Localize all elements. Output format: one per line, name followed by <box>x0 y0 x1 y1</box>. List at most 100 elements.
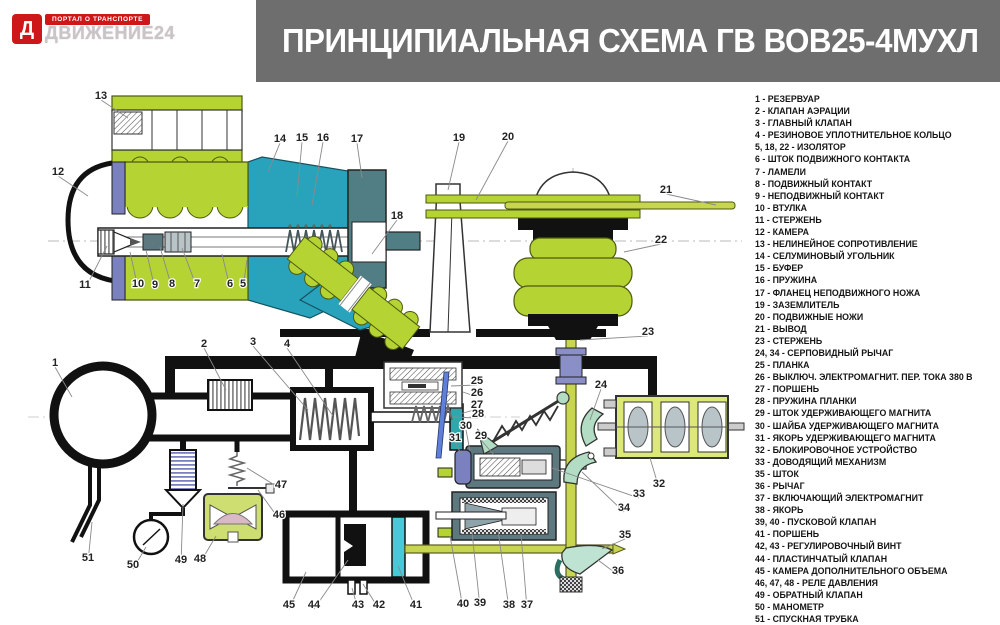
reservoir-cluster <box>49 361 464 556</box>
legend-item: 24, 34 - СЕРПОВИДНЫЙ РЫЧАГ <box>755 347 894 358</box>
callout-37: 37 <box>521 599 533 611</box>
leader-line-14 <box>267 142 281 173</box>
leader-line-24 <box>589 388 602 421</box>
callout-22: 22 <box>655 234 667 246</box>
leader-line-18 <box>371 219 398 255</box>
callout-27: 27 <box>471 399 483 411</box>
legend-item: 32 - БЛОКИРОВОЧНОЕ УСТРОЙСТВО <box>755 444 918 455</box>
leader-line-40 <box>449 535 464 609</box>
legend-item: 9 - НЕПОДВИЖНЫЙ КОНТАКТ <box>755 190 885 201</box>
legend-item: 4 - РЕЗИНОВОЕ УПЛОТНИТЕЛЬНОЕ КОЛЬЦО <box>755 130 952 141</box>
moving-contact <box>142 233 164 251</box>
callout-42: 42 <box>373 599 385 611</box>
leader-line-10 <box>129 251 139 289</box>
leader-line-17 <box>356 142 363 179</box>
title-bar: ПРИНЦИПИАЛЬНАЯ СХЕМА ГВ ВОВ25-4МУХЛ <box>256 0 1000 82</box>
callout-11: 11 <box>79 279 91 291</box>
disconnector <box>425 171 736 340</box>
legend-item: 45 - КАМЕРА ДОПОЛНИТЕЛЬНОГО ОБЪЕМА <box>755 565 948 576</box>
legend-item: 33 - ДОВОДЯЩИЙ МЕХАНИЗМ <box>755 456 887 467</box>
legend-item: 23 - СТЕРЖЕНЬ <box>755 335 823 346</box>
logo-brand-name: ДВИЖЕНИЕ24 <box>45 23 175 43</box>
linkage <box>476 321 614 593</box>
leader-line-6 <box>221 253 231 289</box>
interrupter-assembly <box>65 95 421 351</box>
follow-through-spring <box>493 405 559 441</box>
legend-item: 8 - ПОДВИЖНЫЙ КОНТАКТ <box>755 178 873 189</box>
leader-line-51 <box>87 521 93 563</box>
check-valve <box>169 449 197 491</box>
callout-12: 12 <box>52 166 64 178</box>
callout-34: 34 <box>618 502 631 514</box>
callout-51: 51 <box>82 552 94 564</box>
callout-35: 35 <box>619 529 631 541</box>
legend-item: 29 - ШТОК УДЕРЖИВАЮЩЕГО МАГНИТА <box>755 408 932 419</box>
callout-6: 6 <box>227 278 233 290</box>
leader-line-50 <box>132 546 147 570</box>
legend-item: 39, 40 - ПУСКОВОЙ КЛАПАН <box>755 517 877 528</box>
planka <box>435 371 450 459</box>
buffer-spring <box>285 229 343 253</box>
chamber-bracket <box>65 160 116 284</box>
legend-item: 15 - БУФЕР <box>755 263 804 274</box>
callout-24: 24 <box>595 379 608 391</box>
leader-line-3 <box>252 345 309 411</box>
legend-item: 30 - ШАЙБА УДЕРЖИВАЮЩЕГО МАГНИТА <box>755 420 939 431</box>
callout-21: 21 <box>660 184 672 196</box>
callout-13: 13 <box>95 90 107 102</box>
leader-line-33 <box>551 467 640 499</box>
output-lead <box>504 201 736 210</box>
magnet-block <box>435 445 587 541</box>
callout-29: 29 <box>475 430 487 442</box>
leader-line-16 <box>311 141 324 206</box>
leader-line-46 <box>257 489 280 520</box>
leader-line-39 <box>471 531 481 608</box>
leader-line-38 <box>497 529 510 610</box>
callout-30: 30 <box>460 420 472 432</box>
lever-36 <box>561 544 614 575</box>
callout-31: 31 <box>449 432 461 444</box>
leader-line-32 <box>649 457 660 489</box>
leader-line-22 <box>623 243 662 253</box>
legend-item: 13 - НЕЛИНЕЙНОЕ СОПРОТИВЛЕНИЕ <box>755 239 918 250</box>
leader-line-19 <box>447 141 460 191</box>
callout-10: 10 <box>132 278 144 290</box>
legend-item: 37 - ВКЛЮЧАЮЩИЙ ЭЛЕКТРОМАГНИТ <box>755 493 924 504</box>
legend-item: 3 - ГЛАВНЫЙ КЛАПАН <box>755 118 852 129</box>
leader-line-36 <box>597 559 619 576</box>
callout-16: 16 <box>317 132 329 144</box>
crescent-lever-34 <box>563 451 598 485</box>
callout-46: 46 <box>273 509 285 521</box>
leader-line-35 <box>601 538 626 550</box>
leader-line-27 <box>459 408 478 415</box>
callout-23: 23 <box>642 326 654 338</box>
legend-item: 10 - ВТУЛКА <box>755 202 808 213</box>
callout-18: 18 <box>391 210 403 222</box>
legend-item: 31 - ЯКОРЬ УДЕРЖИВАЮЩЕГО МАГНИТА <box>755 432 936 443</box>
planka-spring <box>411 402 453 423</box>
callout-25: 25 <box>471 375 483 387</box>
legend-item: 51 - СПУСКНАЯ ТРУБКА <box>755 614 859 625</box>
callout-4: 4 <box>284 338 291 350</box>
legend-item: 50 - МАНОМЕТР <box>755 601 824 612</box>
legend-item: 16 - ПРУЖИНА <box>755 275 818 286</box>
callout-48: 48 <box>194 553 206 565</box>
legend-item: 7 - ЛАМЕЛИ <box>755 166 806 177</box>
callout-44: 44 <box>308 599 321 611</box>
legend-item: 6 - ШТОК ПОДВИЖНОГО КОНТАКТА <box>755 154 911 165</box>
legend-item: 35 - ШТОК <box>755 468 799 479</box>
leader-line-1 <box>54 366 73 398</box>
legend-item: 49 - ОБРАТНЫЙ КЛАПАН <box>755 589 863 600</box>
legend-item: 27 - ПОРШЕНЬ <box>755 384 820 395</box>
callout-41: 41 <box>410 599 422 611</box>
legend-item: 20 - ПОДВИЖНЫЕ НОЖИ <box>755 311 864 322</box>
legend-item: 21 - ВЫВОД <box>755 323 807 334</box>
leader-line-49 <box>180 503 184 565</box>
callout-14: 14 <box>274 133 287 145</box>
leader-line-9 <box>145 249 156 290</box>
leader-line-34 <box>581 471 625 513</box>
callout-26: 26 <box>471 387 483 399</box>
legend-item: 2 - КЛАПАН АЭРАЦИИ <box>755 106 850 117</box>
adjusting-screw <box>347 579 356 595</box>
